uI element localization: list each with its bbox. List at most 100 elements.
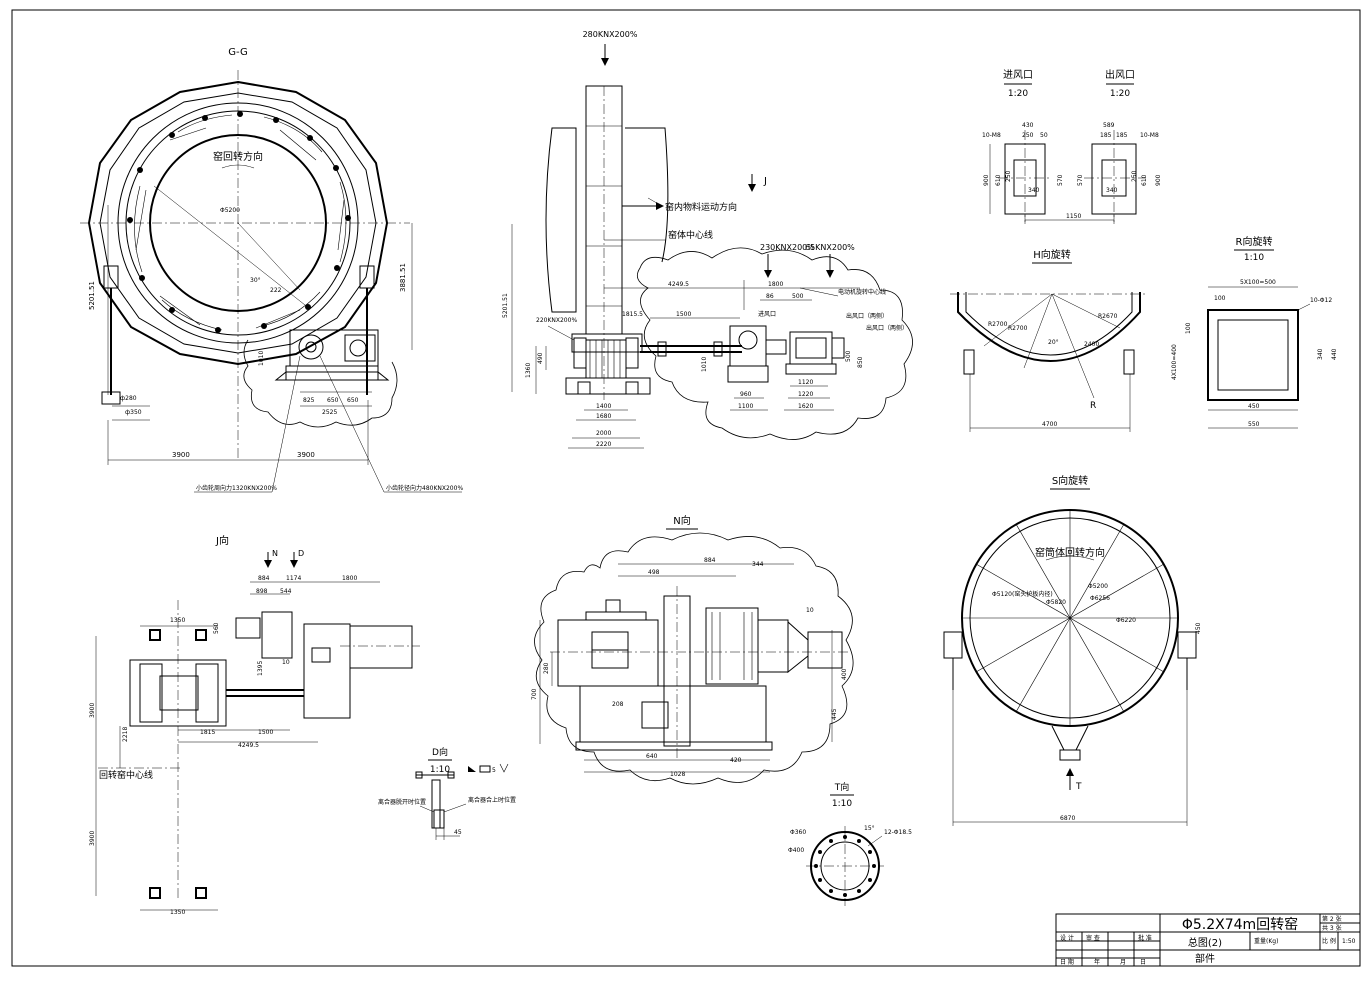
gg-m4-label: 2525	[322, 409, 337, 416]
inlet-d2: 250	[1022, 132, 1034, 139]
h-r1: R2700	[988, 321, 1008, 328]
j-dim-l: 1500	[258, 729, 273, 736]
title-block-design: 设 计	[1060, 934, 1074, 942]
n-dim-f: 700	[531, 688, 538, 700]
gg-spring-plates	[134, 114, 347, 331]
side-dim-d6: 1500	[676, 311, 691, 318]
h-r4: 2400	[1084, 341, 1099, 348]
side-dim-d3: 86	[766, 293, 774, 300]
h-title: H向旋转	[1033, 248, 1071, 261]
view-gg: G-G 窑回转方向 Φ5200 30° 222	[80, 47, 463, 493]
gg-revision-cloud	[243, 339, 398, 428]
title-block-total: 共 3 张	[1322, 924, 1342, 932]
inlet-h4: 250	[1005, 170, 1012, 182]
j-dim-c: 1800	[342, 575, 357, 582]
s-title: S向旋转	[1052, 474, 1088, 487]
d-lever	[431, 779, 441, 829]
d-title: D向	[432, 746, 448, 758]
side-dim-d21: 500	[845, 350, 852, 362]
outlet-d3: 185	[1116, 132, 1128, 139]
r-h4: 440	[1331, 348, 1338, 360]
view-r: R向旋转 1:10 5X100=500 100 10-Φ12 4X100=400…	[1171, 235, 1338, 429]
side-force-230: 230KNX200%	[760, 243, 815, 252]
title-block-year: 年	[1094, 958, 1100, 966]
side-outlet-label-1: 出风口（两侧）	[846, 312, 888, 320]
j-dim-o: 1350	[170, 909, 185, 916]
view-h: H向旋转 R2700 R2700 R2670 2400 20° R 4700	[950, 248, 1146, 432]
view-inlet: 进风口 1:20 430 250 50 10-M8 900 610 570 25…	[982, 69, 1064, 222]
title-block-drawing: 总图(2)	[1188, 936, 1222, 949]
view-s: S向旋转 窑筒体回转方向 Φ6256 Φ6220 Φ5200 Φ5820 Φ51…	[943, 474, 1202, 826]
gg-h3-label: 1010	[258, 351, 265, 366]
r-bolt: 10-Φ12	[1310, 297, 1332, 304]
side-dim-d16: 1100	[738, 403, 753, 410]
j-kiln-centerline: 回转窑中心线	[99, 769, 153, 781]
s-d3: Φ6220	[1116, 617, 1136, 624]
j-dim-p: 10	[282, 659, 290, 666]
j-dim-n: 3900	[89, 831, 96, 846]
side-dim-d7: 5201.51	[502, 293, 509, 318]
outlet-w: 340	[1106, 187, 1118, 194]
gg-w2-label: 3900	[297, 451, 315, 459]
s-h: 450	[1195, 622, 1202, 634]
d-symbol: 5	[492, 767, 496, 774]
side-inlet-label: 进风口	[758, 310, 776, 318]
j-dim-a: 884	[258, 575, 270, 582]
view-n: N向 884 498 344 10	[531, 514, 854, 785]
n-dim-g: 400	[841, 668, 848, 680]
r-h3: 340	[1317, 348, 1324, 360]
r-title: R向旋转	[1236, 235, 1273, 248]
gg-m3-label: 650	[347, 397, 359, 404]
gg-m2-label: 650	[327, 397, 339, 404]
gg-title: G-G	[228, 47, 247, 58]
n-dim-c: 344	[752, 561, 764, 568]
gg-h2-label: 3881.51	[399, 263, 407, 292]
n-dim-b: 498	[648, 569, 660, 576]
side-dim-d13: 2220	[596, 441, 611, 448]
s-rotation-label: 窑筒体回转方向	[1035, 546, 1105, 559]
s-radial-lines	[962, 510, 1178, 726]
h-r2: R2700	[1008, 325, 1028, 332]
outlet-h2: 610	[1141, 174, 1148, 186]
outlet-title: 出风口	[1105, 68, 1135, 81]
d-dim: 45	[454, 829, 462, 836]
j-motor	[349, 625, 413, 669]
side-kiln-shell-left	[545, 127, 577, 313]
side-dim-d18: 1220	[798, 391, 813, 398]
gg-d222-label: 222	[270, 287, 282, 294]
view-d: D向 1:10 45 离合器脱开时位置 离合器合上时位置 5	[378, 746, 516, 840]
title-block-month: 月	[1120, 959, 1126, 966]
gg-note-tangential: 小齿轮周向力1320KNX200%	[196, 484, 277, 492]
gg-d280-label: ф280	[120, 395, 137, 402]
n-dim-d: 10	[806, 607, 814, 614]
side-dim-d19: 1620	[798, 403, 813, 410]
side-j-arrow: J	[763, 176, 767, 187]
gg-pinion	[298, 334, 324, 360]
title-block-sheet: 第 2 张	[1322, 915, 1342, 923]
j-dim-m: 4249.5	[238, 742, 259, 749]
inlet-scale: 1:20	[1008, 89, 1028, 99]
r-d1: 5X100=500	[1240, 279, 1276, 286]
title-block-name: Φ5.2X74m回转窑	[1182, 916, 1298, 933]
s-d4: Φ5820	[1046, 599, 1066, 606]
side-dim-d20: 850	[857, 356, 864, 368]
inlet-w: 340	[1028, 187, 1040, 194]
view-outlet: 出风口 1:20 589 185 185 10-M8 570 610 900 2…	[1024, 68, 1162, 224]
side-kiln-centerline-label: 窑体中心线	[668, 229, 713, 241]
side-dim-d14: 1010	[701, 357, 708, 372]
j-dim-d: 898	[256, 588, 268, 595]
title-block-date: 日 期	[1060, 958, 1074, 966]
side-dim-d1: 4249.5	[668, 281, 689, 288]
r-scale: 1:10	[1244, 253, 1264, 263]
n-dim-h: 445	[831, 708, 838, 720]
side-dim-d17: 1120	[798, 379, 813, 386]
t-d1: Φ360	[790, 829, 806, 836]
side-material-direction: 窑内物料运动方向	[665, 201, 737, 213]
r-d2: 100	[1214, 295, 1226, 302]
side-force-65: 65KNX200%	[805, 243, 855, 252]
side-dim-d15: 960	[740, 391, 752, 398]
side-force-220: 220KNX200%	[536, 317, 577, 324]
d-scale: 1:10	[430, 765, 450, 775]
